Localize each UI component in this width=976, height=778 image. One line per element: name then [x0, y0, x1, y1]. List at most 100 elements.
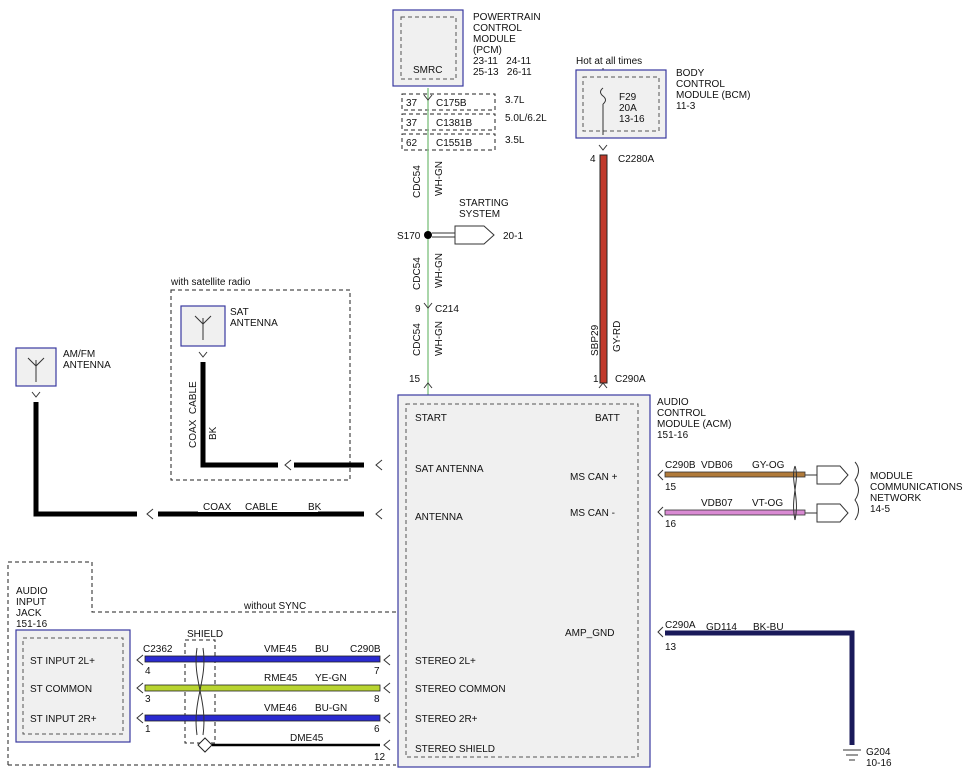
acm-pin-ms-can-plus: MS CAN + [570, 472, 618, 483]
pcm-connectors: 37 C175B 3.7L 37 C1381B 5.0L/6.2L 62 C15… [401, 93, 547, 151]
satellite-group: with satellite radio SAT ANTENNA COAX CA… [170, 277, 383, 481]
jack-2l-arrow-icon [136, 654, 144, 666]
pcm-conn-box-1 [401, 93, 496, 111]
bcm-hot-label: Hot at all times [576, 56, 642, 67]
can-high-connector-icon [816, 465, 849, 485]
pcm-smrc: SMRC [413, 65, 442, 76]
amfm-title-2: ANTENNA [63, 360, 111, 371]
pcm-conn-name-1: C175B [436, 98, 467, 109]
bcm-title-3: MODULE (BCM) [676, 90, 750, 101]
amfm-label-bg [198, 500, 318, 512]
bcm-title-4: 11-3 [676, 101, 696, 112]
acm-2r-pin: 6 [374, 724, 380, 735]
network-title-2: COMMUNICATIONS [870, 482, 963, 493]
pcm-pins-2: 25-13 26-11 [473, 67, 532, 78]
acm-title-4: 151-16 [657, 430, 689, 441]
can-low-color: VT-OG [752, 498, 783, 509]
acm-pin-ms-can-minus: MS CAN - [570, 508, 615, 519]
sat-coax-wire-1 [200, 362, 278, 468]
pcm-title-2: CONTROL [473, 23, 522, 34]
bcm-conn: C2280A [618, 154, 654, 165]
can-high-wire [664, 471, 806, 478]
starting-system-1: STARTING [459, 198, 509, 209]
stereo-common-circuit: RME45 [264, 673, 298, 684]
acm-common-arrow-icon [383, 682, 391, 694]
acm-shield-pin: 12 [374, 752, 386, 763]
batt-acm-pin: 1 [593, 374, 599, 385]
stereo-2l-circuit: VME45 [264, 644, 297, 655]
bcm-module: Hot at all times F29 20A 13-16 BODY CONT… [575, 56, 750, 389]
sat-inline-arrow-icon [284, 459, 292, 471]
pcm-conn-pin-1: 37 [406, 98, 418, 109]
stereo-2r-wire [144, 714, 381, 722]
acm-pin-start: START [415, 413, 447, 424]
pcm-conn-engine-2: 5.0L/6.2L [505, 113, 547, 124]
pcm-conn-pin-2: 37 [406, 118, 418, 129]
s170-label: S170 [397, 231, 421, 242]
acm-pin-stereo-shield: STEREO SHIELD [415, 744, 495, 755]
jack-pin-2r: ST INPUT 2R+ [30, 714, 97, 725]
stereo-2l-wire [144, 655, 381, 663]
pcm-module: SMRC POWERTRAIN CONTROL MODULE (PCM) 23-… [392, 9, 541, 87]
satellite-group-label: with satellite radio [170, 277, 251, 288]
fuse-amps: 20A [619, 103, 637, 114]
without-sync-label: without SYNC [243, 601, 306, 612]
shield-label: SHIELD [187, 629, 223, 640]
acm-box [397, 394, 651, 768]
s170-splice [424, 231, 432, 239]
gnd-arrow-icon [657, 626, 664, 638]
sat-acm-arrow-icon [375, 459, 383, 471]
jack-title-2: INPUT [16, 597, 46, 608]
jack-title-4: 151-16 [16, 619, 48, 630]
acm-pin-antenna: ANTENNA [415, 512, 463, 523]
acm-pin-stereo-common: STEREO COMMON [415, 684, 506, 695]
stereo-shield-circuit: DME45 [290, 733, 324, 744]
jack-2r-pin: 1 [145, 724, 151, 735]
acm-2l-pin: 7 [374, 666, 380, 677]
batt-color: GY-RD [612, 321, 623, 352]
start-circuit-label-1: CDC54 [412, 165, 423, 198]
amfm-cable-color: BK [308, 502, 322, 513]
acm-common-pin: 8 [374, 694, 380, 705]
jack-acm-conn: C290B [350, 644, 381, 655]
stereo-2r-color: BU-GN [315, 703, 347, 714]
stereo-common-wire [144, 684, 381, 692]
starting-system-ref: 20-1 [503, 231, 523, 242]
gnd-ref: 10-16 [866, 758, 892, 769]
pcm-conn-engine-1: 3.7L [505, 95, 525, 106]
bcm-box [575, 69, 667, 139]
can-low-circuit: VDB07 [701, 498, 733, 509]
starting-system-2: SYSTEM [459, 209, 500, 220]
batt-wire [599, 154, 608, 384]
can-network: C290B VDB06 GY-OG 15 VDB07 VT-OG 16 MODU… [657, 460, 963, 530]
pcm-conn-engine-3: 3.5L [505, 135, 525, 146]
can-low-wire [664, 509, 806, 516]
bcm-inner [582, 76, 660, 132]
fuse-name: F29 [619, 92, 637, 103]
pcm-title-4: (PCM) [473, 45, 502, 56]
jack-title-3: JACK [16, 608, 42, 619]
acm-2l-arrow-icon [383, 654, 391, 666]
pcm-title-3: MODULE [473, 34, 516, 45]
bcm-title-1: BODY [676, 68, 705, 79]
starting-system-connector-icon [454, 225, 495, 245]
gnd-circuit: GD114 [706, 622, 737, 633]
gnd-conn: C290A [665, 620, 696, 631]
pcm-conn-box-2 [401, 113, 496, 131]
pcm-conn-name-2: C1381B [436, 118, 472, 129]
acm-shield-arrow-icon [383, 739, 391, 751]
network-title-1: MODULE [870, 471, 913, 482]
pcm-conn-pin-3: 62 [406, 138, 418, 149]
gnd-color: BK-BU [753, 622, 784, 633]
pcm-box [392, 9, 464, 87]
without-sync-boundary [7, 561, 396, 765]
amfm-group: AM/FM ANTENNA COAX CABLE BK [15, 347, 383, 520]
amfm-coax-wire-1 [33, 402, 137, 517]
stereo-2r-circuit: VME46 [264, 703, 297, 714]
bcm-arrow-icon [598, 144, 608, 151]
bcm-title-2: CONTROL [676, 79, 725, 90]
jack-2r-arrow-icon [136, 712, 144, 724]
pcm-pins-1: 23-11 24-11 [473, 56, 531, 67]
amfm-arrow-icon [31, 391, 41, 398]
